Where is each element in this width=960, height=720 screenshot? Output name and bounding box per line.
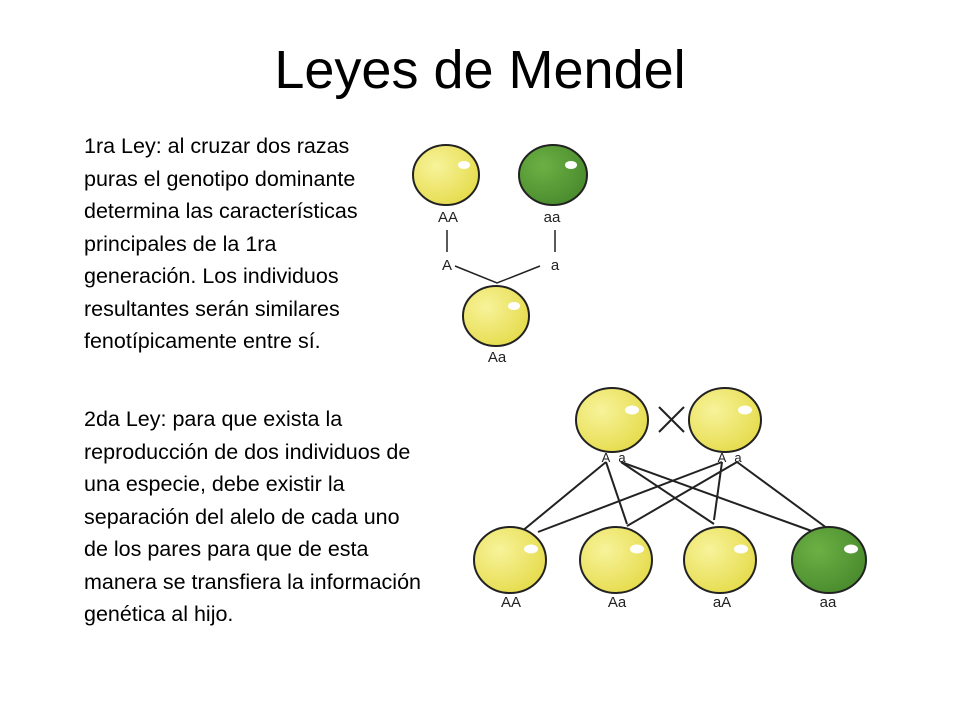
law2-line: manera se transfiera la información [84, 569, 421, 594]
label-gamete-left: A [442, 257, 452, 274]
label-p1-gamete-a: a [618, 450, 626, 465]
pea-yellow-parent-2 [688, 387, 762, 453]
cross-icon [658, 406, 685, 433]
law1-line: principales de la 1ra [84, 231, 277, 256]
label-gamete-right: a [551, 257, 560, 274]
label-parent-right: aa [544, 209, 561, 226]
law1-diagram: AA aa A a Aa [412, 144, 588, 366]
label-offspring: Aa [488, 349, 507, 366]
law1-line: generación. Los individuos [84, 264, 339, 288]
law1-text: 1ra Ley: al cruzar dos razas puras el ge… [84, 130, 414, 358]
law2-line: de los pares para que de esta [84, 537, 369, 561]
cross-line [454, 265, 541, 284]
label-offspring-3: aA [713, 594, 731, 611]
law1-line: determina las características [84, 199, 358, 223]
pea-yellow-offspring-AA [473, 526, 547, 594]
label-p2-gamete-a: a [734, 450, 742, 465]
pea-green-offspring-aa [791, 526, 867, 594]
label-p2-gamete-A: A [718, 450, 727, 465]
pea-yellow-offspring-aA [683, 526, 757, 594]
law2-line: reproducción de dos individuos de [84, 439, 411, 464]
pea-yellow-parent-left [412, 144, 480, 206]
law1-line: fenotípicamente entre sí. [84, 329, 321, 353]
pea-yellow-parent-1 [575, 387, 649, 453]
pea-yellow-offspring [462, 285, 530, 347]
law1-line: 1ra Ley: al cruzar dos razas [84, 134, 350, 158]
law2-text: 2da Ley: para que exista la reproducción… [84, 403, 474, 631]
law2-line: una especie, debe existir la [84, 472, 345, 496]
label-offspring-1: AA [501, 594, 521, 611]
law2-line: separación del alelo de cada uno [84, 504, 400, 529]
pea-green-parent-right [518, 144, 588, 206]
law2-line: 2da Ley: para que exista la [84, 407, 343, 431]
label-offspring-4: aa [820, 594, 837, 611]
pea-yellow-offspring-Aa [579, 526, 653, 594]
label-parent-left: AA [438, 209, 458, 226]
law2-line: genética al hijo. [84, 602, 234, 626]
cross-lines [520, 461, 836, 535]
label-offspring-2: Aa [608, 594, 627, 611]
label-p1-gamete-A: A [602, 450, 611, 465]
law1-line: resultantes serán similares [84, 296, 340, 321]
slide-title: Leyes de Mendel [274, 40, 686, 100]
law2-diagram: A a A a AA Aa aA aa [473, 387, 867, 611]
law1-line: puras el genotipo dominante [84, 166, 356, 191]
